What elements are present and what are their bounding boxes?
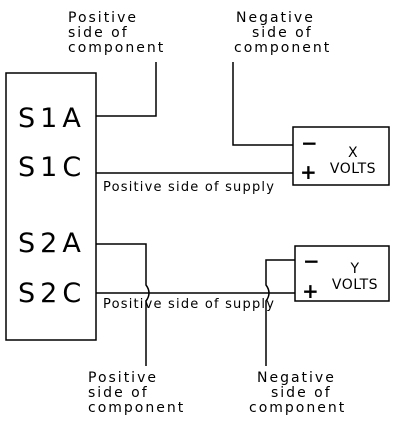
meter-x-box (292, 126, 390, 186)
meter-y-unit: VOLTS (332, 277, 378, 293)
meter-x: − + X VOLTS (292, 126, 390, 186)
meter-x-name: X (348, 145, 358, 161)
meter-x-minus-sign: − (301, 131, 318, 155)
top-positive-line2: side of (68, 25, 129, 41)
meter-y-name: Y (349, 261, 359, 277)
meter-y-box (294, 245, 390, 302)
wire-s1a-positive-component (96, 62, 157, 117)
bottom-positive-line1: Positive (88, 370, 158, 386)
wire-negative-component-x-minus (232, 62, 293, 146)
meter-y-minus-sign: − (303, 249, 320, 273)
wire-s2a-positive-component (96, 243, 150, 366)
top-positive-annotation: Positive side of component (68, 10, 165, 56)
supply-label-lower: Positive side of supply (103, 297, 275, 312)
wire-y-minus-negative-component (265, 259, 295, 366)
top-positive-line3: component (68, 40, 165, 56)
meter-y-plus-sign: + (302, 279, 319, 303)
top-negative-line1: Negative (236, 10, 315, 26)
bottom-negative-annotation: Negative side of component (249, 370, 346, 416)
bottom-positive-line3: component (88, 400, 185, 416)
pin-label-s2a: S2A (18, 228, 86, 259)
bottom-negative-line3: component (249, 400, 346, 416)
switch-box (5, 72, 97, 341)
pin-label-s1a: S1A (18, 103, 86, 134)
pin-label-s1c: S1C (18, 152, 86, 183)
top-negative-line2: side of (252, 25, 313, 41)
meter-x-unit: VOLTS (330, 161, 376, 177)
bottom-positive-annotation: Positive side of component (88, 370, 185, 416)
top-negative-annotation: Negative side of component (234, 10, 331, 56)
bottom-positive-line2: side of (88, 385, 149, 401)
top-positive-line1: Positive (68, 10, 138, 26)
bottom-negative-line1: Negative (257, 370, 336, 386)
bottom-negative-line2: side of (271, 385, 332, 401)
top-negative-line3: component (234, 40, 331, 56)
meter-x-plus-sign: + (300, 160, 317, 184)
supply-label-upper: Positive side of supply (103, 180, 275, 195)
meter-y: − + Y VOLTS (294, 245, 390, 303)
pin-label-s2c: S2C (18, 278, 86, 309)
